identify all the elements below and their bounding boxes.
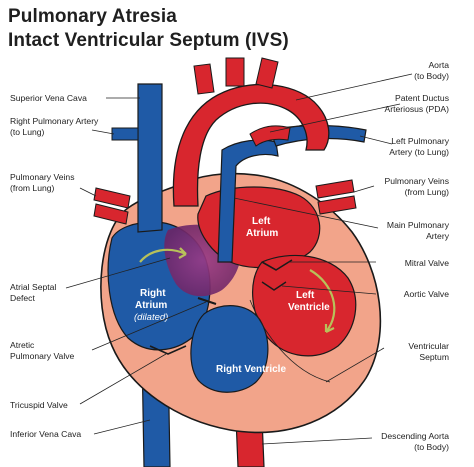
leader-pv-left	[79, 187, 97, 197]
patent-ductus-arteriosus	[249, 125, 291, 147]
label-aortic-valve: Aortic Valve	[404, 289, 449, 299]
label-apv-line-1: Atretic	[10, 340, 35, 350]
leader-rpa	[91, 129, 115, 135]
aortic-branch-1	[193, 63, 215, 95]
label-pv-left-line-2: (from Lung)	[10, 183, 55, 193]
left-atrium-label-2: Atrium	[246, 228, 278, 239]
main-pulmonary-artery	[217, 139, 279, 263]
flow-arrow-ra-to-la	[139, 248, 187, 263]
right-atrium-label-3: (dilated)	[134, 312, 168, 323]
label-pda-line-2: Arteriosus (PDA)	[385, 104, 450, 114]
label-rpa-line-1: Right Pulmonary Artery	[10, 116, 99, 126]
label-aorta-line-2: (to Body)	[414, 71, 449, 81]
label-aorta-line-1: Aorta	[428, 60, 449, 70]
label-pv-right-line-1: Pulmonary Veins	[385, 176, 450, 186]
leader-aorta	[295, 73, 413, 101]
leader-tricuspid	[79, 353, 167, 405]
label-pv-left-line-1: Pulmonary Veins	[10, 172, 75, 182]
label-lpa-line-2: Artery (to Lung)	[389, 147, 449, 157]
diagram-title-line-1: Pulmonary Atresia	[8, 6, 177, 27]
mitral-valve	[261, 259, 293, 271]
label-da-line-2: (to Body)	[414, 442, 449, 452]
leader-vs	[325, 347, 385, 383]
pulmonary-veins-left-lower	[93, 203, 129, 225]
right-atrium-label-1: Right	[140, 288, 166, 299]
leader-lpa	[359, 135, 393, 145]
ventricular-septum	[249, 299, 331, 383]
leader-asd	[65, 257, 171, 289]
label-da-line-1: Descending Aorta	[381, 431, 449, 441]
label-mpa-line-1: Main Pulmonary	[387, 220, 450, 230]
diagram-title-line-2: Intact Ventricular Septum (IVS)	[8, 30, 289, 51]
leader-aortic	[281, 285, 377, 295]
label-apv-line-2: Pulmonary Valve	[10, 351, 75, 361]
right-pulmonary-artery	[111, 127, 139, 141]
label-tricuspid-valve: Tricuspid Valve	[10, 400, 68, 410]
label-inferior-vena-cava: Inferior Vena Cava	[10, 429, 81, 439]
label-mpa-line-2: Artery	[426, 231, 450, 241]
flow-arrow-la-to-lv-head	[324, 324, 335, 333]
aortic-valve	[261, 281, 287, 291]
label-mitral-valve: Mitral Valve	[405, 258, 449, 268]
label-asd-line-2: Defect	[10, 293, 35, 303]
label-superior-vena-cava: Superior Vena Cava	[10, 93, 87, 103]
leader-da	[261, 437, 373, 445]
right-atrium-label-2: Atrium	[135, 300, 167, 311]
leader-ivc	[93, 419, 151, 435]
superior-vena-cava	[137, 83, 163, 233]
right-ventricle	[190, 305, 269, 393]
label-asd-line-1: Atrial Septal	[10, 282, 56, 292]
label-vs-line-2: Septum	[419, 352, 449, 362]
leader-apv	[91, 301, 207, 351]
label-vs-line-1: Ventricular	[408, 341, 449, 351]
left-ventricle-label-1: Left	[296, 290, 315, 301]
aorta	[172, 83, 330, 207]
aortic-branch-3	[255, 57, 279, 89]
flow-arrow-ra-to-la-head	[178, 247, 187, 259]
label-pda-line-1: Patent Ductus	[395, 93, 449, 103]
flow-arrow-la-to-lv	[309, 269, 336, 333]
label-rpa-line-2: (to Lung)	[10, 127, 45, 137]
aortic-branch-2	[225, 57, 245, 87]
left-ventricle-label-2: Ventricle	[288, 302, 330, 313]
pulmonary-veins-left-upper	[93, 187, 131, 209]
pulmonary-veins-right-lower	[317, 195, 357, 215]
right-ventricle-label: Right Ventricle	[216, 364, 286, 375]
label-pv-right-line-2: (from Lung)	[405, 187, 450, 197]
leader-pda	[269, 103, 401, 133]
pulmonary-veins-right-upper	[315, 179, 355, 199]
atretic-pulmonary-valve	[197, 297, 217, 305]
label-lpa-line-1: Left Pulmonary	[391, 136, 450, 146]
leader-mpa	[233, 197, 379, 229]
left-atrium-label-1: Left	[252, 216, 271, 227]
leader-pv-right	[353, 185, 375, 193]
tricuspid-valve	[149, 345, 187, 355]
